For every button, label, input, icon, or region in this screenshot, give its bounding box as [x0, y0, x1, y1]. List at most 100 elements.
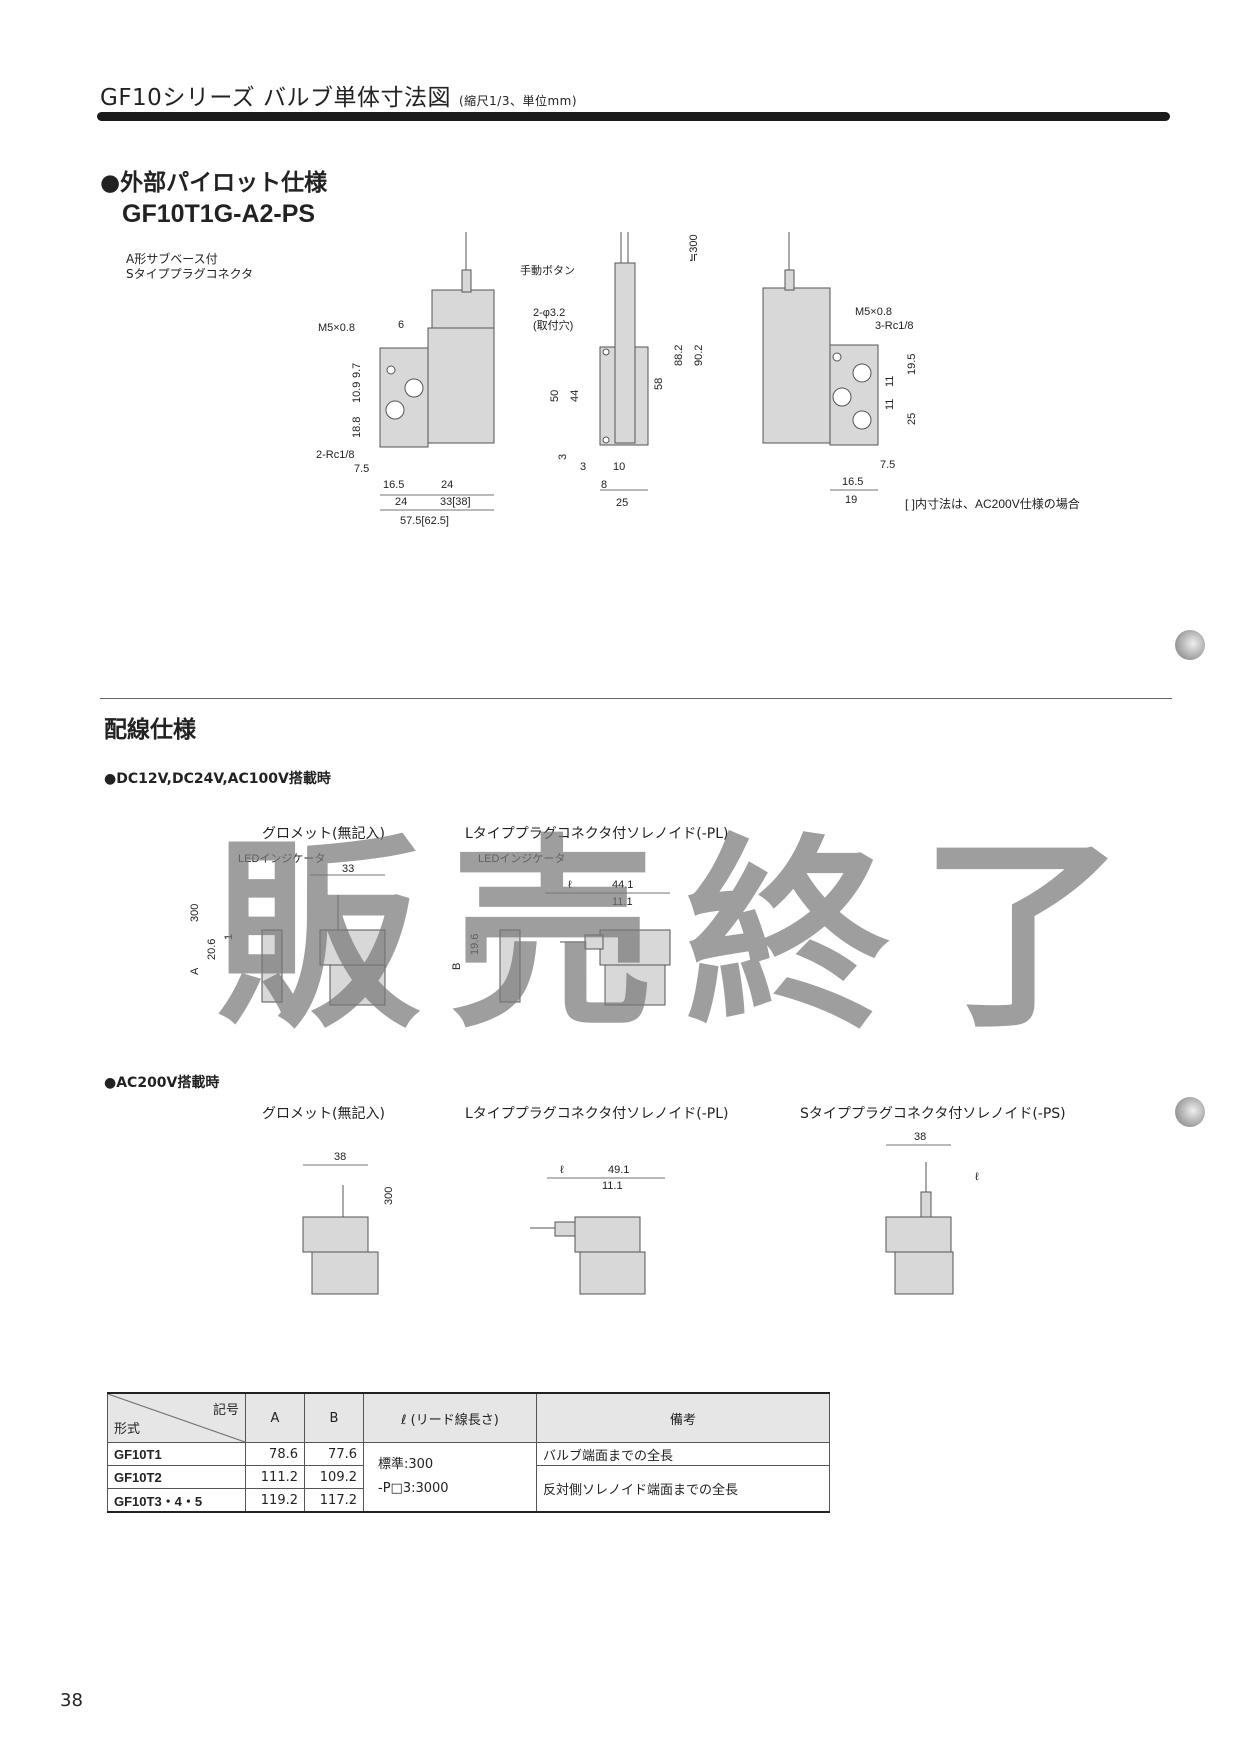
- dim-label: 11: [884, 399, 896, 410]
- cell-b: 117.2: [304, 1488, 364, 1513]
- dim-label: 10: [613, 461, 625, 473]
- dim-label: 3: [557, 454, 569, 460]
- dim-label: 16.5: [383, 479, 404, 491]
- index-tab-marker: [1175, 630, 1205, 660]
- dim-label: 24: [441, 479, 453, 491]
- ac-section-title: ●AC200V搭載時: [104, 1075, 220, 1091]
- model-header: 形式: [114, 1422, 141, 1437]
- lead-length-table: 記号 形式 A B ℓ (リード線長さ) 備考 GF10T1 78.6 77.6…: [107, 1392, 830, 1513]
- header-lead-length: ℓ (リード線長さ): [363, 1392, 537, 1443]
- dim-label: 33[38]: [440, 496, 471, 508]
- dim-label: 25: [906, 413, 918, 425]
- cell-remark: バルブ端面までの全長: [536, 1442, 830, 1466]
- ac-s-plug-caption: Sタイププラグコネクタ付ソレノイド(-PS): [800, 1106, 1066, 1122]
- cell-a: 111.2: [245, 1465, 305, 1489]
- dim-label: 11.1: [602, 1180, 623, 1192]
- dim-label: 11.1: [612, 896, 633, 908]
- cell-model: GF10T2: [107, 1465, 246, 1489]
- header-a: A: [245, 1392, 305, 1443]
- dim-label: ≒300: [688, 234, 700, 262]
- dim-label: 300: [383, 1187, 395, 1205]
- table-row: GF10T2 111.2 109.2 反対側ソレノイド端面までの全長: [107, 1465, 830, 1513]
- dim-label: 50: [549, 390, 561, 402]
- dim-label: 16.5: [842, 476, 863, 488]
- dim-label: 11: [884, 376, 896, 387]
- dc-l-plug-caption: Lタイププラグコネクタ付ソレノイド(-PL): [465, 826, 729, 842]
- dim-label: 7.5: [354, 463, 369, 475]
- dim-label: 20.6: [206, 939, 218, 960]
- front-view-drawing: [379, 232, 495, 448]
- dim-label: 88.2: [673, 345, 685, 366]
- dim-label: 1: [223, 934, 235, 940]
- dim-label: 3-Rc1/8: [875, 320, 914, 332]
- dim-label: 57.5[62.5]: [400, 515, 449, 527]
- table-row: GF10T1 78.6 77.6 標準:300 -P□3:3000 バルブ端面ま…: [107, 1442, 830, 1513]
- dim-label: 24: [395, 496, 407, 508]
- dc-section-title: ●DC12V,DC24V,AC100V搭載時: [104, 771, 331, 787]
- title-divider-bar: [97, 112, 1170, 121]
- dim-label: 2-φ3.2: [533, 307, 565, 319]
- dim-label: B: [451, 963, 463, 970]
- dim-label: 90.2: [693, 345, 705, 366]
- led-indicator-label: LEDインジケータ: [238, 852, 325, 865]
- dim-label: ℓ: [568, 879, 572, 891]
- dim-label: M5×0.8: [855, 306, 892, 318]
- dim-label: 33: [342, 863, 354, 875]
- dim-label: 8: [601, 479, 607, 491]
- cell-model: GF10T1: [107, 1442, 246, 1466]
- corner-header: 記号 形式: [107, 1392, 246, 1443]
- section-heading-external-pilot: ●外部パイロット仕様: [100, 170, 328, 196]
- led-indicator-label: LEDインジケータ: [478, 852, 565, 865]
- table-header-row: 記号 形式 A B ℓ (リード線長さ) 備考: [107, 1392, 830, 1443]
- index-tab-marker: [1175, 1097, 1205, 1127]
- scale-note: (縮尺1/3、単位mm): [458, 94, 578, 108]
- symbol-header: 記号: [212, 1403, 239, 1418]
- section-divider: [100, 698, 1172, 699]
- ac-grommet-caption: グロメット(無記入): [262, 1106, 385, 1122]
- dim-label: 58: [653, 378, 665, 390]
- ac-l-plug-drawing: [530, 1216, 646, 1295]
- cell-b: 77.6: [304, 1442, 364, 1466]
- dim-label: 38: [334, 1151, 346, 1163]
- dim-label: ℓ: [975, 1171, 979, 1183]
- ac-s-plug-drawing: [885, 1162, 954, 1295]
- dim-label: 10.9: [351, 382, 363, 403]
- bracket-note: [ ]内寸法は、AC200V仕様の場合: [905, 496, 1080, 511]
- note-subbase: A形サブベース付: [126, 252, 218, 266]
- dim-label: 18.8: [351, 417, 363, 438]
- dim-label: 25: [616, 497, 628, 509]
- dim-label: 6: [398, 319, 404, 331]
- cell-model: GF10T3・4・5: [107, 1488, 246, 1513]
- dc-l-plug-drawing: [499, 929, 671, 1006]
- dim-label: 49.1: [608, 1164, 629, 1176]
- note-connector: Sタイププラグコネクタ: [126, 267, 254, 281]
- cell-remark: 反対側ソレノイド端面までの全長: [536, 1465, 830, 1513]
- dim-label: 3: [580, 461, 586, 473]
- rear-view-drawing: [762, 232, 879, 446]
- dim-label: 19: [845, 494, 857, 506]
- dim-label: A: [189, 967, 201, 975]
- dim-label: 38: [914, 1131, 926, 1143]
- lead-standard: 標準:300: [378, 1457, 434, 1472]
- dim-label: 9.7: [351, 363, 363, 378]
- dim-label: 19.5: [906, 354, 918, 375]
- cell-a: 119.2: [245, 1488, 305, 1513]
- ac-grommet-drawing: [302, 1185, 379, 1295]
- model-number: GF10T1G-A2-PS: [122, 200, 316, 228]
- dim-label: 2-Rc1/8: [316, 449, 355, 461]
- dim-label: (取付穴): [533, 318, 573, 332]
- side-view-drawing: [599, 232, 649, 446]
- header-remarks: 備考: [536, 1392, 830, 1443]
- lead-option: -P□3:3000: [378, 1481, 449, 1496]
- header-b: B: [304, 1392, 364, 1443]
- dim-label: M5×0.8: [318, 322, 355, 334]
- page-title: GF10シリーズ バルブ単体寸法図 (縮尺1/3、単位mm): [100, 78, 577, 112]
- dim-label: 19.6: [469, 934, 481, 955]
- cell-a: 78.6: [245, 1442, 305, 1466]
- manual-button-label: 手動ボタン: [520, 263, 575, 277]
- title-text: GF10シリーズ バルブ単体寸法図: [100, 85, 451, 111]
- dc-grommet-drawing: [261, 895, 386, 1006]
- page-number: 38: [60, 1690, 83, 1711]
- dc-grommet-caption: グロメット(無記入): [262, 826, 385, 842]
